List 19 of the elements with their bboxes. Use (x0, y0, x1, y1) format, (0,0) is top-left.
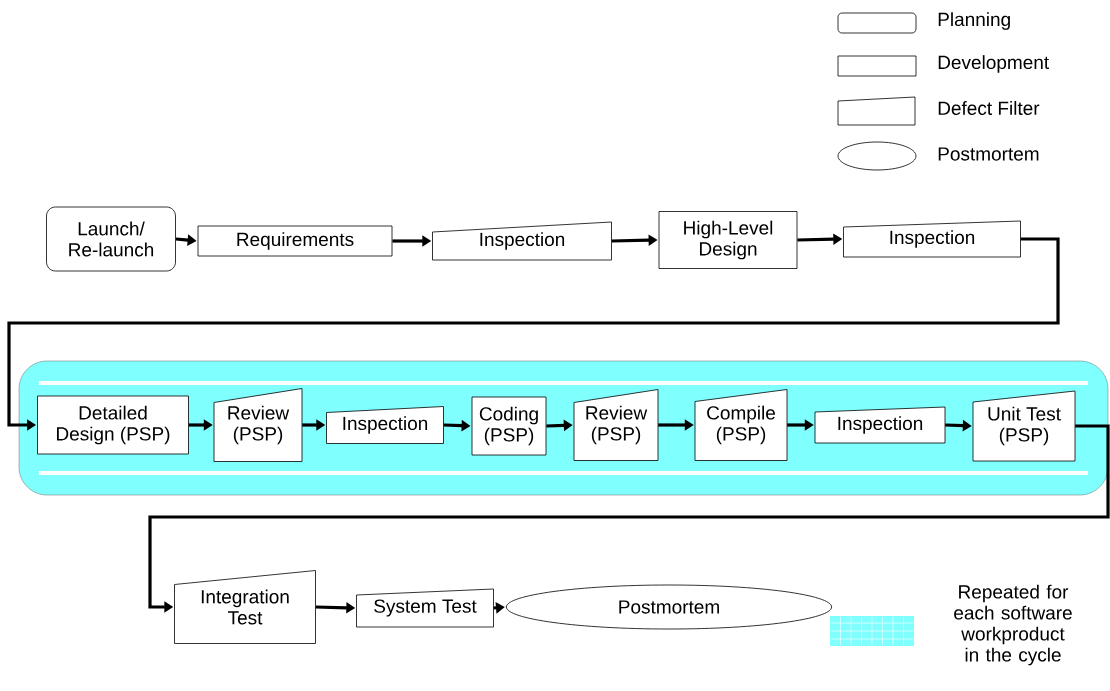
planning-box: Launch/ Re-launch (46, 206, 176, 272)
filter-box: Compile (PSP) (694, 389, 788, 461)
process-box: Detailed Design (PSP) (37, 395, 189, 455)
legend-label: Development (938, 55, 1049, 73)
filter-box: Inspection (843, 220, 1021, 258)
filter-box: Inspection (432, 221, 612, 261)
filter-box: Inspection (814, 406, 946, 444)
filter-box: Review (PSP) (573, 389, 659, 461)
filter-box: Inspection (326, 406, 444, 444)
process-box: Coding (PSP) (471, 396, 547, 456)
filter-box: Integration Test (174, 570, 316, 644)
filter-box: Unit Test (PSP) (972, 390, 1076, 462)
legend-label: Repeated for each software workproduct in the cycle (954, 584, 1072, 666)
legend-label: Postmortem (938, 147, 1039, 161)
legend-label: Planning (938, 12, 1010, 30)
filter-box: System Test (356, 588, 494, 628)
legend-label: Defect Filter (938, 101, 1040, 115)
process-box: High-Level Design (658, 211, 798, 269)
process-box: Requirements (197, 225, 393, 257)
